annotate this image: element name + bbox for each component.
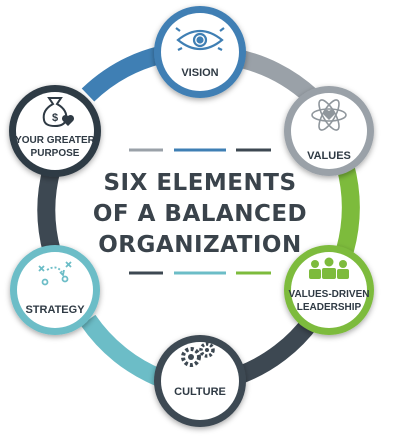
eye-icon xyxy=(175,27,225,51)
node-purpose-label-line-2: PURPOSE xyxy=(31,148,80,159)
node-strategy: STRATEGY xyxy=(10,245,100,335)
title-line-3: ORGANIZATION xyxy=(98,232,302,258)
node-purpose-label-line-1: YOUR GREATER xyxy=(15,135,96,146)
node-purpose: $ YOUR GREATER PURPOSE xyxy=(9,85,101,177)
ring-segment-values-leadership xyxy=(336,162,360,253)
title-line-1: SIX ELEMENTS xyxy=(103,170,296,196)
people-group-icon xyxy=(309,257,349,279)
ring-segment-purpose-vision xyxy=(81,46,163,102)
title-line-2: OF A BALANCED xyxy=(93,201,307,227)
svg-text:$: $ xyxy=(52,112,58,124)
strategy-play-icon xyxy=(38,261,72,286)
node-vision: VISION xyxy=(154,6,246,98)
node-leadership-label-line-1: VALUES-DRIVEN xyxy=(289,289,370,300)
node-values: VALUES xyxy=(284,86,374,176)
gears-icon xyxy=(181,342,215,367)
ring-segment-culture-strategy xyxy=(80,314,164,387)
node-culture-label: CULTURE xyxy=(174,386,226,398)
node-strategy-label: STRATEGY xyxy=(25,304,85,316)
node-values-label: VALUES xyxy=(307,150,351,162)
center-title-block: SIX ELEMENTS OF A BALANCED ORGANIZATION xyxy=(93,148,307,275)
node-culture: CULTURE xyxy=(154,335,246,427)
atom-heart-icon xyxy=(311,99,347,131)
ring-segment-leadership-culture xyxy=(236,314,320,384)
node-leadership-label-line-2: LEADERSHIP xyxy=(297,302,362,313)
ring-segment-strategy-purpose xyxy=(37,165,61,255)
node-vision-label: VISION xyxy=(181,67,218,79)
money-bag-heart-icon: $ xyxy=(42,97,75,128)
node-leadership: VALUES-DRIVEN LEADERSHIP xyxy=(284,245,374,335)
